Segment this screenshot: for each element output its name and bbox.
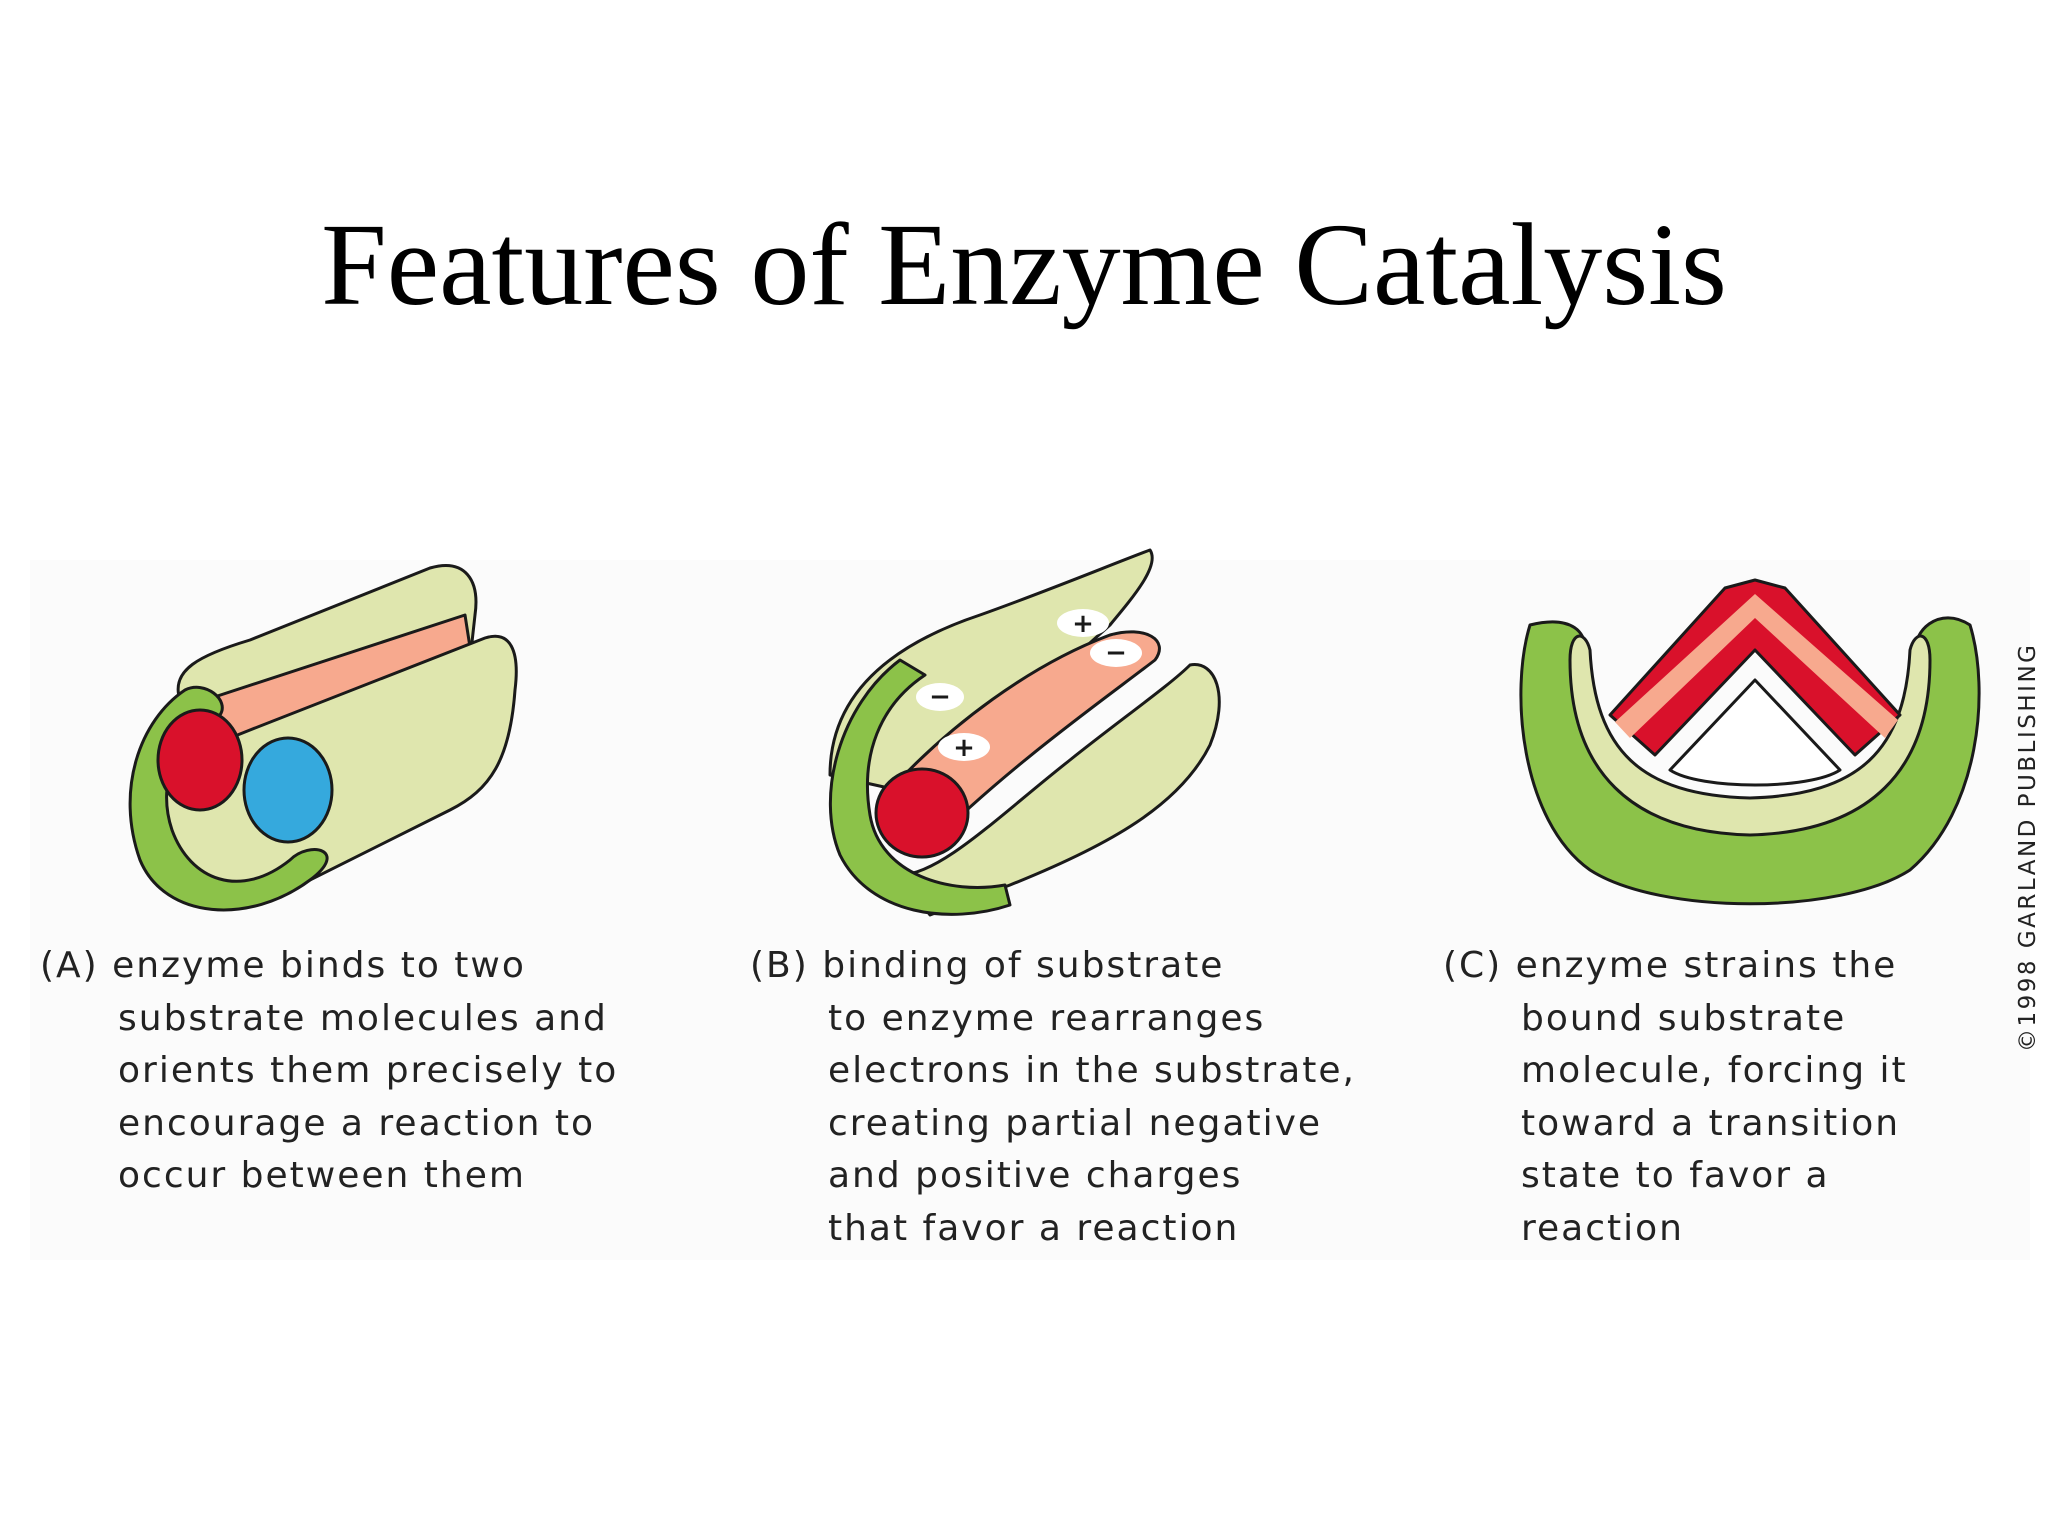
enzyme-lower-lobe [898, 663, 1221, 917]
charge-label-minus: − [929, 682, 951, 712]
charge-label-minus: − [1105, 638, 1127, 668]
caption-b-line: (B) binding of substrate [750, 945, 1225, 986]
panel-b-illustration: + − − + [828, 548, 1221, 917]
page-title: Features of Enzyme Catalysis [321, 199, 1727, 330]
panel-a-illustration [128, 564, 518, 912]
red-substrate-end [874, 767, 970, 859]
charge-marker [1057, 609, 1109, 637]
caption-c-line: (C) enzyme strains the [1443, 945, 1898, 986]
caption-b-line: that favor a reaction [828, 1207, 1240, 1249]
charge-marker [938, 733, 990, 761]
caption-c-line: state to favor a [1521, 1155, 1830, 1196]
charge-label-plus: + [1072, 609, 1094, 639]
substrate-highlight [1615, 594, 1898, 738]
enzyme-cut-face [828, 658, 1012, 916]
enzyme-inner-lining [1568, 634, 1932, 837]
caption-c-line: molecule, forcing it [1521, 1050, 1908, 1091]
caption-c-line: toward a transition [1521, 1102, 1901, 1144]
red-substrate-end [156, 708, 244, 812]
caption-c-line: bound substrate [1521, 997, 1847, 1039]
strained-substrate [1608, 578, 1902, 757]
caption-b-line: and positive charges [828, 1155, 1243, 1196]
caption-a-line: orients them precisely to [118, 1050, 619, 1091]
blue-substrate-end [242, 736, 334, 844]
panel-c-illustration [1519, 578, 1981, 906]
charge-marker [916, 683, 964, 711]
caption-c: (C) enzyme strains the bound substrate m… [1443, 940, 1908, 1255]
charge-marker [1090, 639, 1142, 667]
charge-label-plus: + [953, 733, 975, 763]
caption-c-line: reaction [1521, 1207, 1684, 1249]
caption-a-line: (A) enzyme binds to two [40, 945, 526, 986]
caption-b-line: to enzyme rearranges [828, 997, 1266, 1039]
caption-b-line: creating partial negative [828, 1102, 1323, 1144]
caption-a-line: occur between them [118, 1155, 526, 1196]
caption-a: (A) enzyme binds to two substrate molecu… [40, 940, 618, 1203]
caption-b: (B) binding of substrate to enzyme rearr… [750, 940, 1356, 1255]
caption-b-line: electrons in the substrate, [828, 1050, 1356, 1091]
caption-a-line: substrate molecules and [118, 997, 608, 1039]
copyright-credit: ©1998 GARLAND PUBLISHING [2015, 642, 2041, 1052]
caption-a-line: encourage a reaction to [118, 1102, 595, 1144]
strain-gap [1668, 678, 1842, 787]
